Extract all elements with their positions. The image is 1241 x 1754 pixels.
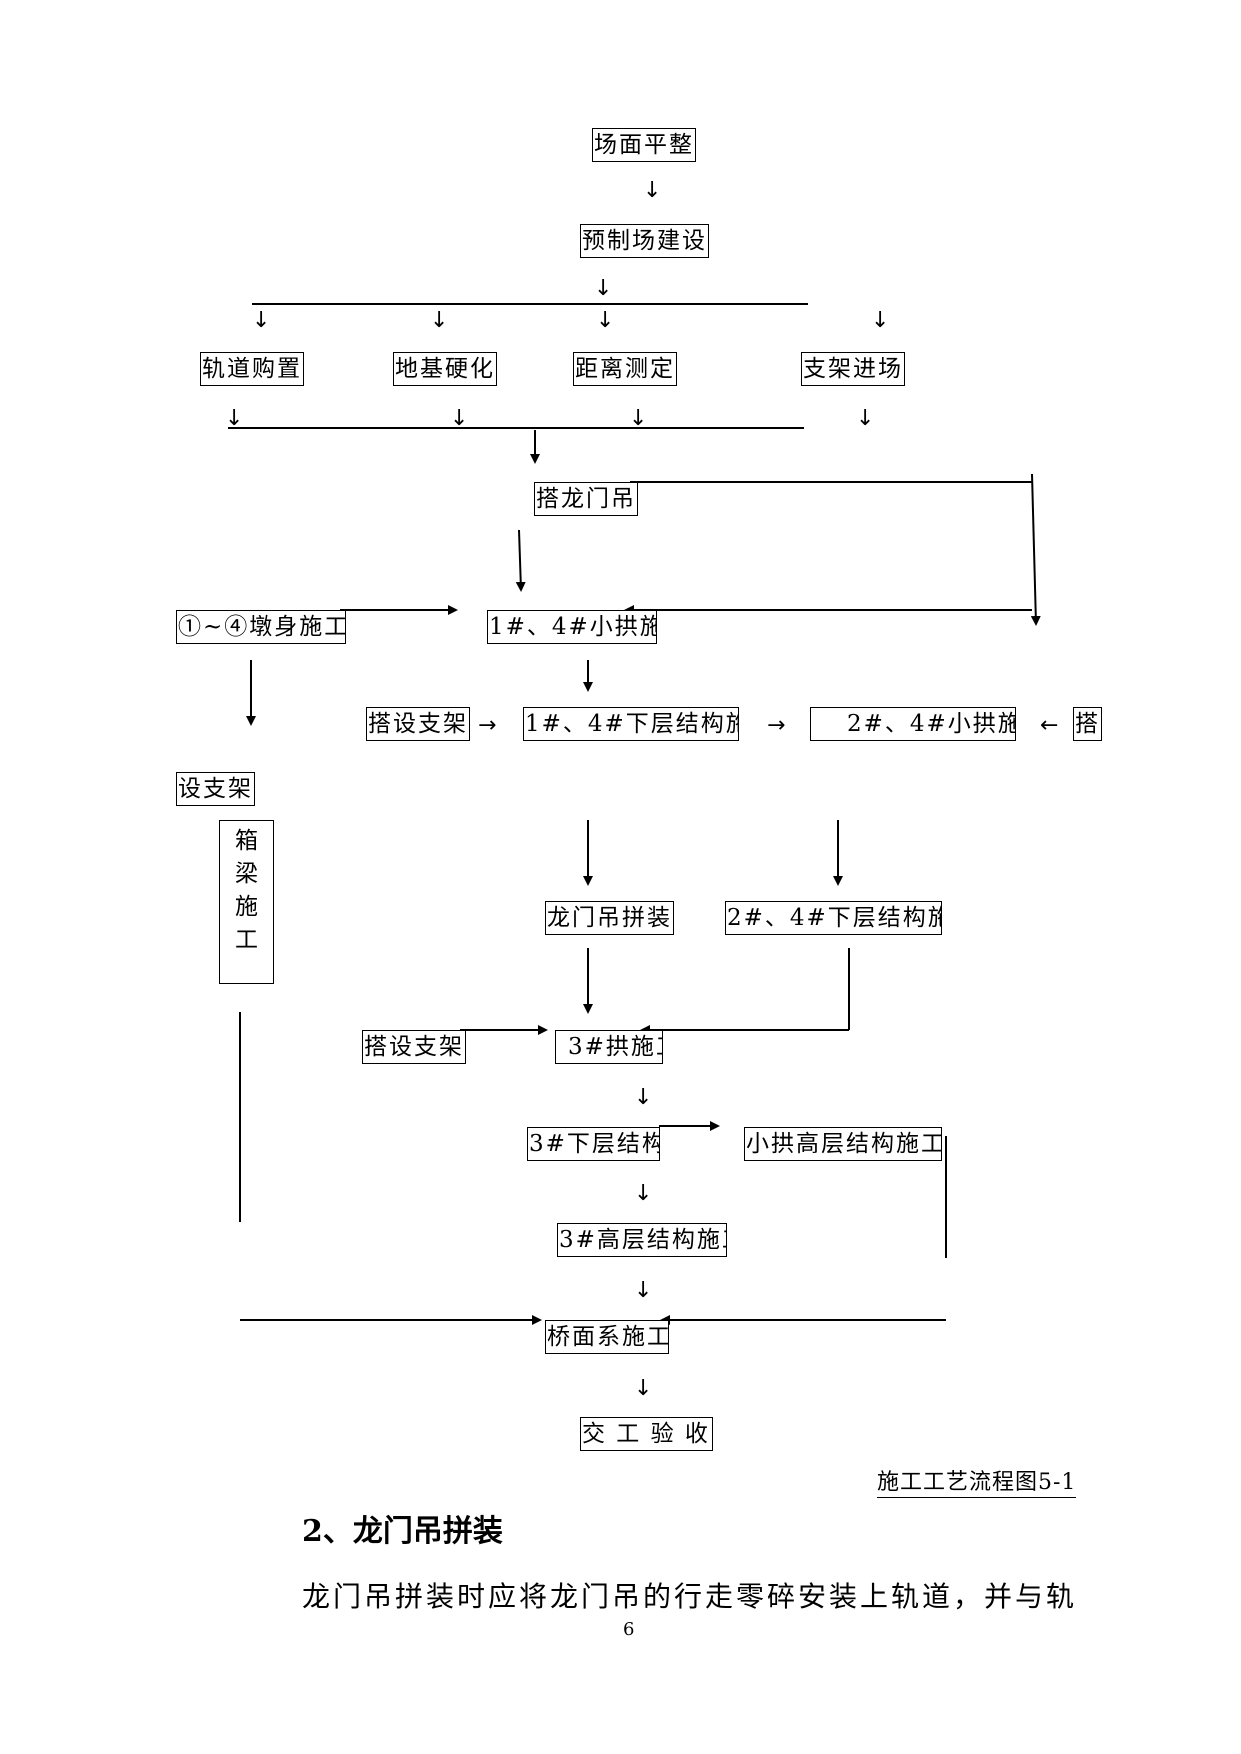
- node-deck-system: 桥面系施工: [545, 1320, 669, 1354]
- box-girder-char: 施: [235, 894, 258, 920]
- arrow-down-glyph: ↓: [629, 406, 648, 431]
- node-small-arch-upper: 小拱高层结构施工: [744, 1127, 942, 1161]
- figure-caption: 施工工艺流程图5-1: [877, 1469, 1077, 1498]
- arrow-down-glyph: ↓: [634, 1181, 653, 1206]
- arrow-down-glyph: ↓: [594, 276, 613, 301]
- node-gantry-setup: 搭龙门吊: [534, 482, 638, 516]
- arrow-down-glyph: ↓: [252, 308, 271, 333]
- node-upper3: 3#高层结构施工: [557, 1223, 727, 1257]
- arrow-right-glyph: →: [767, 713, 786, 738]
- node-prefab-yard-build: 预制场建设: [580, 224, 709, 258]
- page-number: 6: [623, 1619, 635, 1640]
- arrow-down-glyph: ↓: [634, 1085, 653, 1110]
- arrow-down-glyph: ↓: [643, 178, 662, 203]
- box-girder-char: 梁: [235, 861, 258, 887]
- node-box-girder: 箱 梁 施 工: [219, 820, 274, 984]
- node-foundation-hardening: 地基硬化: [393, 352, 497, 386]
- arrow-down-glyph: ↓: [634, 1376, 653, 1401]
- arrow-down-glyph: ↓: [856, 406, 875, 431]
- arrow-down-glyph: ↓: [225, 406, 244, 431]
- node-gantry-assembly: 龙门吊拼装: [545, 901, 674, 935]
- node-scaffold-arch3: 搭设支架: [362, 1030, 466, 1064]
- arrow-down-glyph: ↓: [634, 1278, 653, 1303]
- node-lower3: 3#下层结构: [527, 1127, 660, 1161]
- node-support-entry: 支架进场: [801, 352, 905, 386]
- arrow-down-glyph: ↓: [450, 406, 469, 431]
- arrow-down-glyph: ↓: [871, 308, 890, 333]
- arrow-right-glyph: →: [478, 713, 497, 738]
- box-girder-char: 箱: [235, 828, 258, 854]
- section-heading: 2、龙门吊拼装: [302, 1514, 503, 1549]
- node-lower24: 2#、4#下层结构施工: [725, 901, 942, 935]
- node-handover-acceptance: 交 工 验 收: [580, 1417, 713, 1451]
- arrow-down-glyph: ↓: [430, 308, 449, 333]
- node-lower14: 1#、4#下层结构施工: [523, 707, 739, 741]
- node-pier-construction: ①~④墩身施工: [176, 610, 346, 644]
- arrow-down-glyph: ↓: [596, 308, 615, 333]
- node-arch24-construction: 2#、4#小拱施工: [810, 707, 1016, 741]
- node-scaffold-left: 搭设支架: [366, 707, 470, 741]
- node-partial-da: 搭: [1073, 707, 1102, 741]
- body-paragraph: 龙门吊拼装时应将龙门吊的行走零碎安装上轨道，并与轨: [302, 1580, 1078, 1613]
- node-site-leveling: 场面平整: [592, 128, 696, 162]
- arrow-left-glyph: ←: [1040, 713, 1059, 738]
- node-distance-measure: 距离测定: [573, 352, 677, 386]
- node-rail-purchase: 轨道购置: [200, 352, 304, 386]
- box-girder-char: 工: [235, 927, 258, 953]
- node-arch3: 3#拱施工: [555, 1030, 663, 1064]
- connector-right-vertical: [1030, 473, 1041, 626]
- node-partial-scaffold: 设支架: [176, 772, 255, 806]
- connector-gantry-down: [515, 529, 526, 592]
- node-arch14-construction: 1#、4#小拱施工: [487, 610, 657, 644]
